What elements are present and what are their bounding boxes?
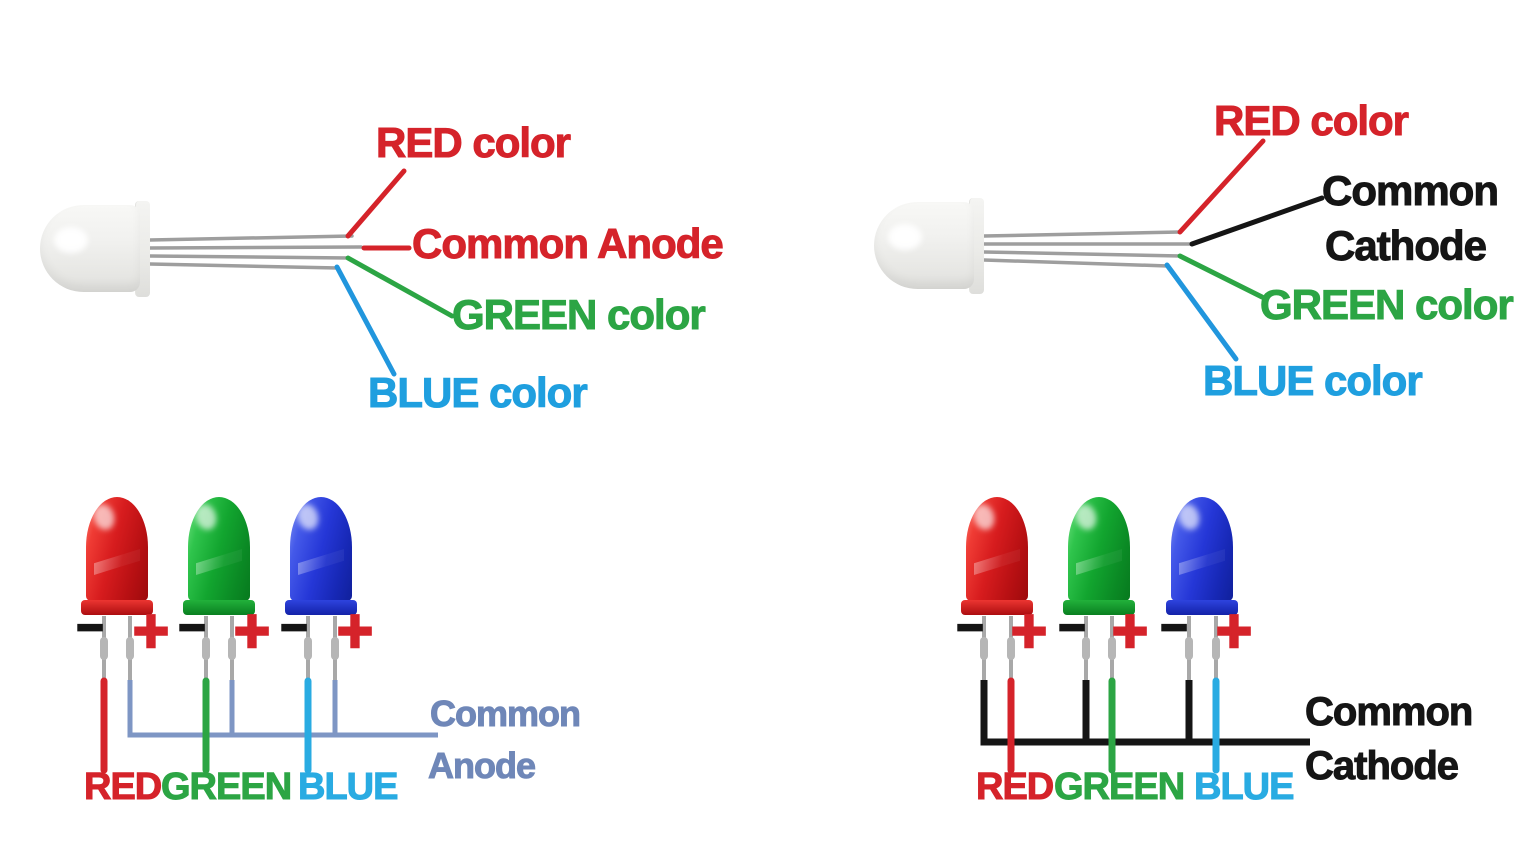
- common-anode-bus: [127, 680, 438, 738]
- plus-mark-blue-led: +: [336, 597, 375, 666]
- label-blue-pin: BLUE: [1193, 766, 1294, 808]
- common-cathode-wiring: [980, 680, 1310, 746]
- annotation-line-red: [345, 168, 407, 239]
- label-red-color: RED color: [1213, 97, 1409, 144]
- label-common-cathode-line1: Common: [1322, 167, 1500, 214]
- plus-mark-red-led: +: [1010, 597, 1049, 666]
- bottom-right-leg-anvils: [980, 637, 1220, 660]
- pin-blue-lead: [148, 262, 340, 270]
- plus-mark-red-led: +: [132, 597, 171, 666]
- label-common-cathode-line2: Cathode: [1325, 222, 1488, 269]
- plus-mark-green-led: +: [233, 597, 272, 666]
- top-left-annotation-lines: [334, 168, 455, 377]
- pin-blue-lead: [982, 258, 1170, 268]
- green-led: [1063, 497, 1135, 617]
- label-red-color: RED color: [375, 119, 571, 166]
- annotation-line-blue: [334, 264, 397, 377]
- label-blue-color: BLUE color: [368, 369, 589, 416]
- common-anode-wiring: [127, 680, 438, 738]
- minus-mark-green-led: −: [1057, 601, 1086, 653]
- pin-green-lead: [982, 250, 1183, 258]
- blue-led: [285, 497, 357, 617]
- annotation-line-blue: [1164, 262, 1239, 362]
- pin-red-lead: [148, 234, 354, 242]
- package-dome: [40, 205, 140, 292]
- label-blue-pin: BLUE: [297, 766, 398, 808]
- rgb-led-package-common-cathode: [874, 198, 986, 294]
- pin-common-anode-lead: [148, 245, 363, 250]
- rgb-led-package-common-anode: [40, 201, 152, 297]
- minus-mark-green-led: −: [177, 601, 206, 653]
- label-common-anode-line2: Anode: [428, 745, 537, 786]
- pin-green-lead: [148, 254, 351, 260]
- annotation-line-green: [1177, 253, 1265, 300]
- label-green-pin: GREEN: [160, 766, 292, 808]
- minus-mark-red-led: −: [955, 601, 984, 653]
- minus-mark-red-led: −: [75, 601, 104, 653]
- label-green-pin: GREEN: [1053, 766, 1185, 808]
- annotation-line-red: [1177, 138, 1266, 235]
- plus-mark-green-led: +: [1111, 597, 1150, 666]
- label-red-pin: RED: [83, 766, 162, 808]
- label-green-color: GREEN color: [452, 291, 707, 338]
- label-blue-color: BLUE color: [1203, 357, 1424, 404]
- label-green-color: GREEN color: [1260, 281, 1515, 328]
- bottom-right-signal-wires: [1007, 677, 1220, 774]
- top-right-package-pins: [982, 230, 1195, 268]
- red-led: [81, 497, 153, 617]
- annotation-line-common-cathode: [1189, 195, 1325, 247]
- minus-mark-blue-led: −: [279, 601, 308, 653]
- label-common-anode: Common Anode: [412, 220, 725, 267]
- blue-led: [1166, 497, 1238, 617]
- label-common-anode-line1: Common: [430, 693, 582, 734]
- common-cathode-bus: [980, 680, 1310, 746]
- red-led: [961, 497, 1033, 617]
- pin-red-lead: [982, 230, 1182, 238]
- label-red-pin: RED: [975, 766, 1054, 808]
- label-common-cathode-line2: Cathode: [1305, 744, 1460, 788]
- package-dome: [874, 202, 974, 289]
- bottom-left-leg-anvils: [100, 637, 339, 660]
- plus-mark-blue-led: +: [1215, 597, 1254, 666]
- bottom-left-signal-wires: [100, 677, 312, 774]
- top-right-annotation-lines: [1164, 138, 1325, 362]
- green-led: [183, 497, 255, 617]
- minus-mark-blue-led: −: [1159, 601, 1188, 653]
- top-left-package-pins: [148, 234, 363, 270]
- label-common-cathode-line1: Common: [1304, 690, 1473, 734]
- annotation-line-green: [345, 255, 455, 319]
